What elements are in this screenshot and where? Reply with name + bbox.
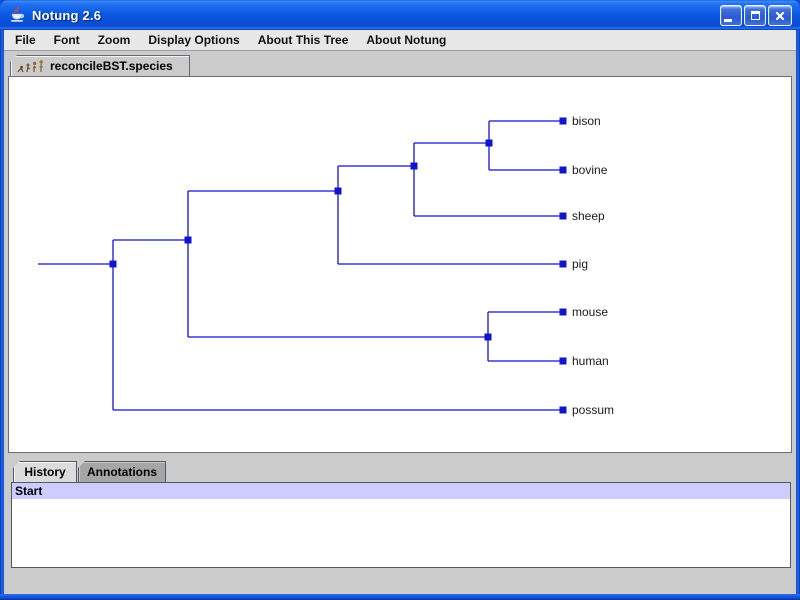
leaf-label-bovine: bovine [572, 163, 608, 177]
tree-leaf-node-bison[interactable] [559, 117, 567, 125]
leaf-label-mouse: mouse [572, 305, 608, 319]
leaf-label-human: human [572, 354, 609, 368]
close-icon [775, 11, 785, 20]
tab-annotations[interactable]: Annotations [78, 461, 166, 482]
title-bar[interactable]: Notung 2.6 [0, 0, 800, 30]
window-title: Notung 2.6 [32, 7, 102, 23]
tree-canvas[interactable]: bison bovine sheep pig mouse human possum [8, 76, 792, 453]
document-tab-label: reconcileBST.species [50, 59, 173, 73]
tree-internal-node[interactable] [109, 260, 117, 268]
close-button[interactable] [768, 5, 792, 26]
maximize-icon [750, 11, 760, 20]
tree-internal-node[interactable] [410, 162, 418, 170]
tree-leaf-node-mouse[interactable] [559, 308, 567, 316]
menu-bar: File Font Zoom Display Options About This Tr… [4, 30, 796, 51]
menu-item-display-options[interactable]: Display Options [148, 33, 240, 47]
document-tab-reconcilebst-species[interactable]: reconcileBST.species [10, 55, 190, 76]
tree-internal-node[interactable] [334, 187, 342, 195]
tree-internal-node[interactable] [184, 236, 192, 244]
tree-leaf-node-bovine[interactable] [559, 166, 567, 174]
history-list[interactable]: Start [11, 482, 791, 568]
document-tab-strip: reconcileBST.species [4, 52, 796, 76]
leaf-label-pig: pig [572, 257, 588, 271]
tree-svg: bison bovine sheep pig mouse human possum [38, 114, 614, 417]
minimize-icon [724, 19, 732, 22]
history-entry[interactable]: Start [12, 483, 790, 499]
client-area: File Font Zoom Display Options About This Tr… [4, 30, 796, 594]
window-border-right [796, 30, 800, 600]
evolution-march-icon [17, 60, 43, 73]
menu-item-zoom[interactable]: Zoom [97, 33, 131, 47]
window-controls [720, 5, 792, 26]
tree-leaf-node-possum[interactable] [559, 406, 567, 414]
leaf-label-sheep: sheep [572, 209, 605, 223]
menu-item-font[interactable]: Font [53, 33, 80, 47]
tree-leaf-node-sheep[interactable] [559, 212, 567, 220]
leaf-label-possum: possum [572, 403, 614, 417]
java-coffee-cup-icon [11, 6, 24, 22]
tab-history[interactable]: History [13, 461, 77, 482]
window-border-left [0, 30, 4, 600]
menu-item-about-notung[interactable]: About Notung [366, 33, 447, 47]
minimize-button[interactable] [720, 5, 742, 26]
tree-internal-node[interactable] [485, 139, 493, 147]
leaf-label-bison: bison [572, 114, 601, 128]
tree-internal-node[interactable] [484, 333, 492, 341]
tree-leaf-node-human[interactable] [559, 357, 567, 365]
menu-item-about-this-tree[interactable]: About This Tree [257, 33, 349, 47]
window-border-bottom [0, 594, 800, 600]
menu-item-file[interactable]: File [15, 33, 36, 47]
tree-leaf-node-pig[interactable] [559, 260, 567, 268]
maximize-button[interactable] [744, 5, 766, 26]
